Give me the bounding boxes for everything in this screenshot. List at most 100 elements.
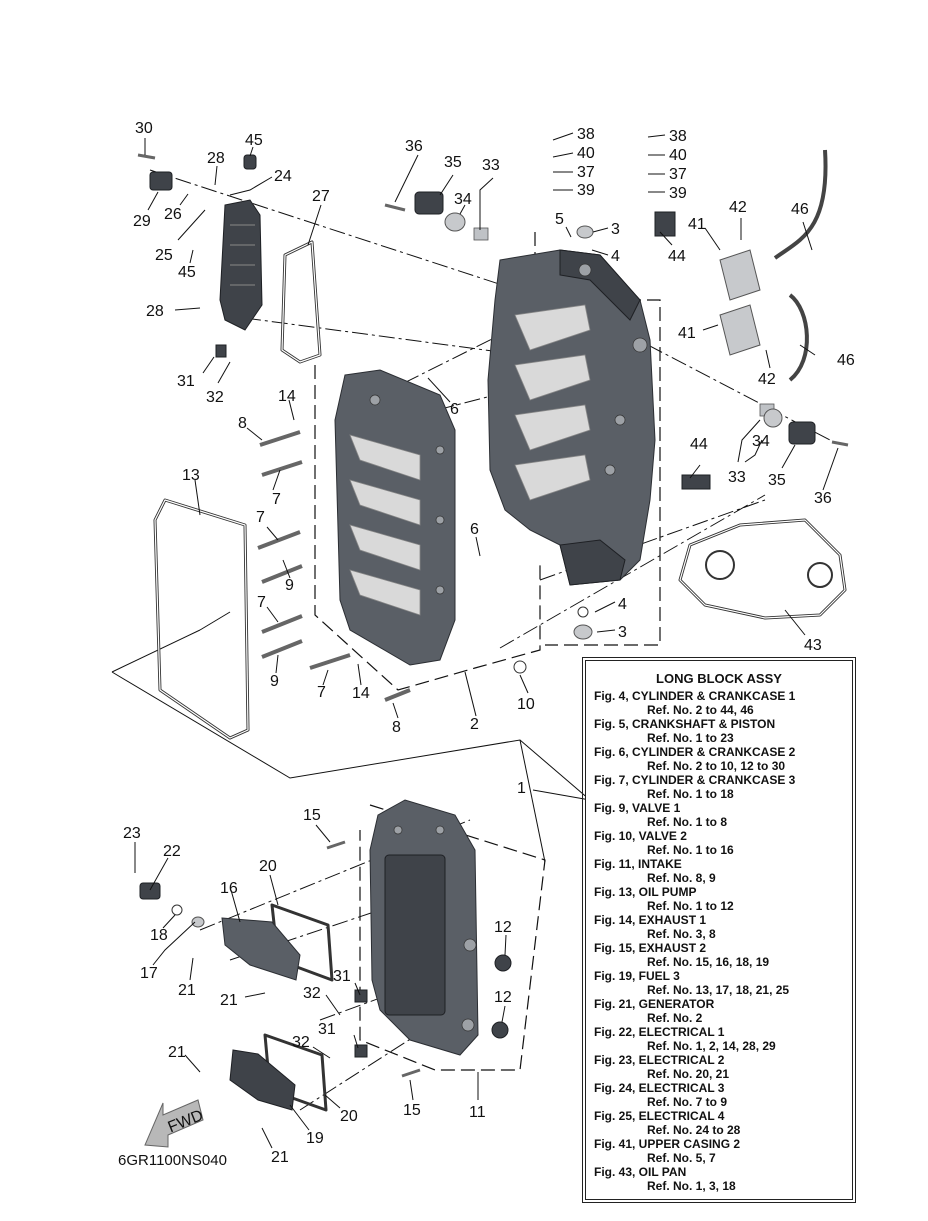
callout-32: 32 [206, 389, 224, 406]
callout-numbers: 30 45 28 24 29 26 25 45 27 28 31 32 36 3… [123, 120, 855, 1166]
callout-8b: 8 [392, 719, 401, 736]
callout-19: 19 [306, 1130, 324, 1147]
legend-fig-title: Fig. 10, VALVE 2 [594, 829, 687, 843]
callout-35: 35 [444, 154, 462, 171]
legend-fig-title: Fig. 23, ELECTRICAL 2 [594, 1053, 725, 1067]
legend-fig-title: Fig. 6, CYLINDER & CRANKCASE 2 [594, 745, 796, 759]
callout-25: 25 [155, 247, 173, 264]
legend-ref-numbers: Ref. No. 1 to 23 [647, 731, 734, 745]
legend-ref-numbers: Ref. No. 1, 2, 14, 28, 29 [647, 1039, 776, 1053]
legend-fig-title: Fig. 4, CYLINDER & CRANKCASE 1 [594, 689, 796, 703]
oil-pan [369, 799, 479, 1056]
legend-ref-numbers: Ref. No. 13, 17, 18, 21, 25 [647, 983, 790, 997]
callout-28: 28 [207, 150, 225, 167]
callout-28b: 28 [146, 303, 164, 320]
callout-9b: 9 [270, 673, 279, 690]
callout-31b: 31 [333, 968, 351, 985]
legend-title: LONG BLOCK ASSY [656, 671, 782, 686]
cylinder-block [487, 249, 656, 586]
callout-36: 36 [405, 138, 423, 155]
legend-ref-numbers: Ref. No. 3, 8 [647, 927, 716, 941]
callout-34b: 34 [752, 433, 770, 450]
callout-16: 16 [220, 880, 238, 897]
legend-ref-numbers: Ref. No. 20, 21 [647, 1067, 730, 1081]
callout-44b: 44 [690, 436, 708, 453]
legend-ref-numbers: Ref. No. 1 to 8 [647, 815, 728, 829]
callout-46b: 46 [837, 352, 855, 369]
legend-ref-numbers: Ref. No. 7 to 9 [647, 1095, 728, 1109]
callout-40b: 40 [669, 147, 687, 164]
callout-4: 4 [611, 248, 620, 265]
callout-7b: 7 [256, 509, 265, 526]
callout-6: 6 [450, 401, 459, 418]
drawing-code: 6GR1100NS040 [118, 1152, 227, 1169]
bolts [137, 153, 849, 1078]
legend-fig-title: Fig. 7, CYLINDER & CRANKCASE 3 [594, 773, 796, 787]
legend-ref-numbers: Ref. No. 8, 9 [647, 871, 716, 885]
callout-33: 33 [482, 157, 500, 174]
callout-14b: 14 [352, 685, 370, 702]
callout-12: 12 [494, 919, 512, 936]
callout-34: 34 [454, 191, 472, 208]
callout-23: 23 [123, 825, 141, 842]
callout-3: 3 [611, 221, 620, 238]
small-components [139, 149, 828, 1111]
callout-22: 22 [163, 843, 181, 860]
legend-ref-numbers: Ref. No. 5, 7 [647, 1151, 716, 1165]
legend-fig-title: Fig. 24, ELECTRICAL 3 [594, 1081, 725, 1095]
callout-15b: 15 [403, 1102, 421, 1119]
legend-fig-title: Fig. 15, EXHAUST 2 [594, 941, 707, 955]
legend-fig-title: Fig. 25, ELECTRICAL 4 [594, 1109, 725, 1123]
callout-12b: 12 [494, 989, 512, 1006]
callout-40: 40 [577, 145, 595, 162]
callout-41: 41 [688, 216, 706, 233]
crankcase [334, 369, 456, 666]
legend-fig-title: Fig. 11, INTAKE [594, 857, 682, 871]
legend-ref-numbers: Ref. No. 2 [647, 1011, 703, 1025]
legend-fig-title: Fig. 13, OIL PUMP [594, 885, 697, 899]
callout-35b: 35 [768, 472, 786, 489]
callout-17: 17 [140, 965, 158, 982]
callout-15: 15 [303, 807, 321, 824]
callout-26: 26 [164, 206, 182, 223]
callout-45: 45 [245, 132, 263, 149]
callout-32c: 32 [292, 1034, 310, 1051]
callout-8: 8 [238, 415, 247, 432]
legend-fig-title: Fig. 14, EXHAUST 1 [594, 913, 707, 927]
legend-fig-title: Fig. 43, OIL PAN [594, 1165, 687, 1179]
callout-7: 7 [272, 491, 281, 508]
legend-fig-title: Fig. 22, ELECTRICAL 1 [594, 1025, 725, 1039]
callout-39b: 39 [669, 185, 687, 202]
callout-9: 9 [285, 577, 294, 594]
callout-33b: 33 [728, 469, 746, 486]
callout-41b: 41 [678, 325, 696, 342]
callout-1: 1 [517, 780, 526, 797]
callout-3b: 3 [618, 624, 627, 641]
callout-7d: 7 [317, 684, 326, 701]
callout-6b: 6 [470, 521, 479, 538]
callout-44: 44 [668, 248, 686, 265]
callout-37b: 37 [669, 166, 687, 183]
callout-2: 2 [470, 716, 479, 733]
legend-ref-numbers: Ref. No. 2 to 44, 46 [647, 703, 754, 717]
legend-ref-numbers: Ref. No. 2 to 10, 12 to 30 [647, 759, 786, 773]
legend-ref-numbers: Ref. No. 1 to 18 [647, 787, 734, 801]
callout-21: 21 [178, 982, 196, 999]
callout-32b: 32 [303, 985, 321, 1002]
callout-11: 11 [469, 1104, 486, 1121]
legend-fig-title: Fig. 9, VALVE 1 [594, 801, 681, 815]
callout-5: 5 [555, 211, 564, 228]
